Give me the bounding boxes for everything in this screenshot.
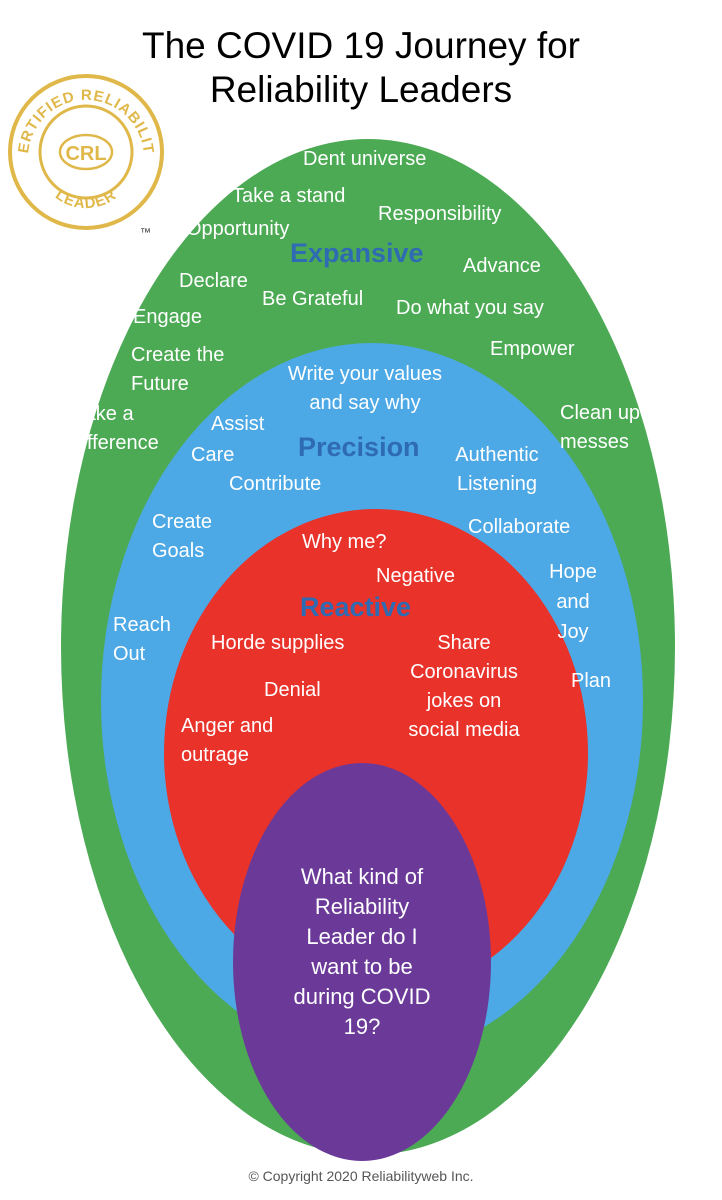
label-contribute: Contribute	[229, 473, 322, 495]
core-line-4: want to be	[311, 954, 413, 979]
label-share-line2: Coronavirus	[410, 661, 518, 683]
label-reach-out: Reach Out	[113, 611, 171, 669]
crl-badge: CERTIFIED RELIABILITY LEADER CRL ™	[0, 0, 164, 239]
label-anger-line2: outrage	[181, 744, 249, 766]
label-assist: Assist	[211, 413, 265, 435]
label-share-line3: jokes on	[426, 690, 502, 712]
label-reach-out-line1: Reach	[113, 614, 171, 636]
core-ellipse	[233, 763, 491, 1161]
label-create-goals-line1: Create	[152, 511, 213, 533]
label-horde-supplies: Horde supplies	[211, 632, 345, 654]
label-share-line4: social media	[408, 719, 520, 741]
label-write-your-values: Write your values and say why	[275, 360, 455, 418]
label-take-a-stand: Take a stand	[232, 185, 346, 207]
label-dent-universe: Dent universe	[303, 148, 427, 170]
label-responsibility: Responsibility	[378, 203, 502, 225]
core-line-5: during COVID	[293, 984, 431, 1009]
core-question: What kind of Reliability Leader do I wan…	[268, 862, 456, 1042]
label-do-what-you-say: Do what you say	[396, 297, 544, 319]
label-share-line1: Share	[437, 632, 491, 654]
badge-trademark: ™	[140, 227, 151, 239]
label-empower: Empower	[490, 338, 575, 360]
page-title: The COVID 19 Journey for Reliability Lea…	[0, 24, 722, 112]
label-care: Care	[191, 444, 235, 466]
label-anger-and-outrage: Anger and outrage	[181, 712, 273, 770]
label-hope-and-joy-line2: and	[556, 591, 590, 613]
label-hope-and-joy-line1: Hope	[549, 561, 597, 583]
label-why-me: Why me?	[302, 531, 387, 553]
zone-label-reactive: Reactive	[300, 592, 412, 622]
label-reach-out-line2: Out	[113, 643, 146, 665]
label-clean-up-messes-line1: Clean up	[560, 402, 641, 424]
label-clean-up-messes: Clean up messes	[560, 399, 640, 457]
copyright-notice: © Copyright 2020 Reliabilityweb Inc.	[248, 1168, 474, 1184]
label-anger-line1: Anger and	[181, 715, 274, 737]
label-make-a-difference-line2: Difference	[68, 432, 159, 454]
label-engage: Engage	[133, 306, 202, 328]
label-create-goals-line2: Goals	[152, 540, 205, 562]
label-clean-up-messes-line2: messes	[560, 431, 629, 453]
label-denial: Denial	[264, 679, 321, 701]
zone-label-expansive: Expansive	[290, 238, 424, 268]
title-line-1: The COVID 19 Journey for	[141, 25, 581, 66]
label-be-grateful: Be Grateful	[262, 288, 364, 310]
label-hope-and-joy-line3: Joy	[557, 621, 589, 643]
label-write-your-values-line1: Write your values	[287, 363, 443, 385]
label-create-the-future-line2: Future	[131, 373, 189, 395]
label-collaborate: Collaborate	[468, 516, 571, 538]
core-line-6: 19?	[343, 1014, 381, 1039]
label-negative: Negative	[376, 565, 455, 587]
label-share-coronavirus-jokes: Share Coronavirus jokes on social media	[398, 629, 530, 745]
label-create-the-future: Create the Future	[131, 341, 224, 399]
core-line-2: Reliability	[314, 894, 410, 919]
label-authentic-listening-line2: Listening	[456, 473, 538, 495]
label-create-goals: Create Goals	[152, 508, 212, 566]
core-line-1: What kind of	[300, 864, 424, 889]
label-opportunity: Opportunity	[186, 218, 290, 240]
label-declare: Declare	[179, 270, 248, 292]
label-write-your-values-line2: and say why	[309, 392, 421, 414]
label-create-the-future-line1: Create the	[131, 344, 225, 366]
zone-label-precision: Precision	[298, 432, 420, 462]
label-authentic-listening-line1: Authentic	[455, 444, 539, 466]
label-hope-and-joy: Hope and Joy	[545, 557, 601, 647]
label-advance: Advance	[463, 255, 541, 277]
title-line-2: Reliability Leaders	[209, 69, 513, 110]
label-make-a-difference: Make a Difference	[68, 400, 159, 458]
badge-center-text: CRL	[65, 143, 106, 165]
label-authentic-listening: Authentic Listening	[444, 441, 550, 499]
core-line-3: Leader do I	[306, 924, 418, 949]
label-plan: Plan	[571, 670, 612, 692]
label-make-a-difference-line1: Make a	[68, 403, 134, 425]
